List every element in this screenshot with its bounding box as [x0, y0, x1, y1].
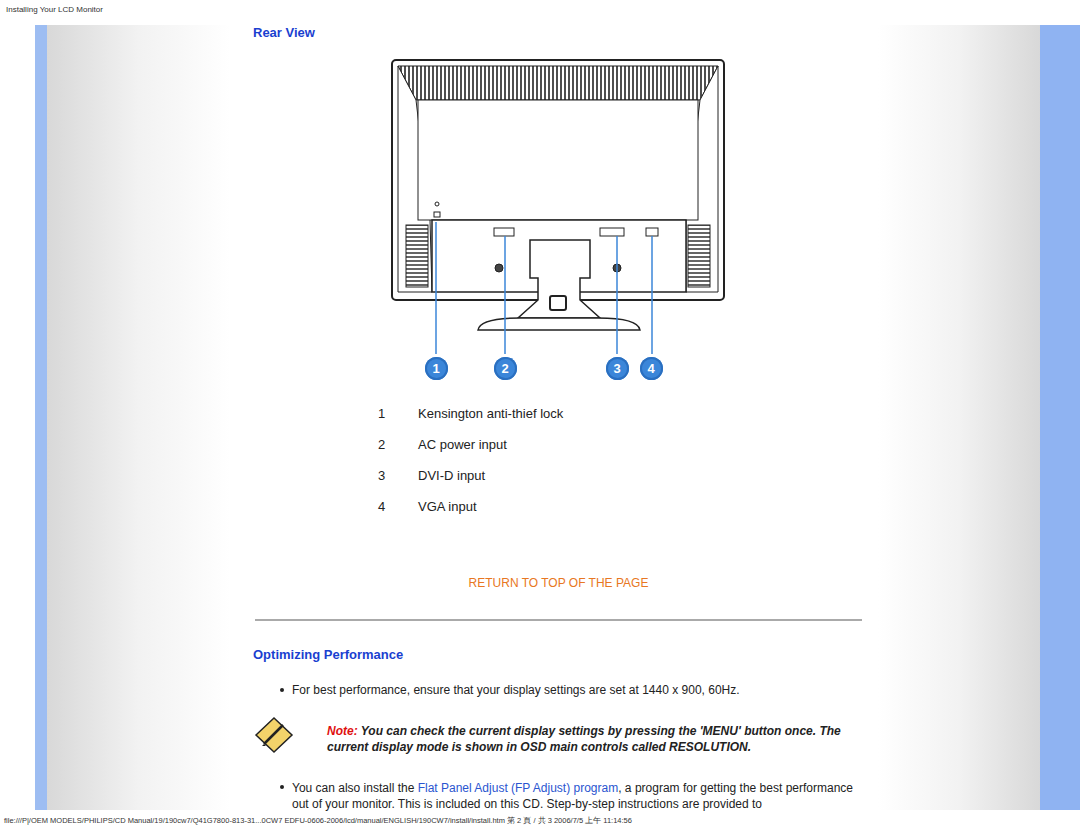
callout-number: 2 [501, 361, 508, 376]
part-name: Kensington anti-thief lock [418, 406, 563, 421]
list-number: 4 [378, 499, 385, 514]
callout-circle: 1 [425, 357, 448, 380]
part-name: DVI-D input [418, 468, 485, 483]
section-heading: Optimizing Performance [253, 647, 403, 662]
note-icon [256, 718, 292, 752]
side-panel [878, 25, 1040, 810]
bullet-text: You can also install the Flat Panel Adju… [292, 780, 864, 812]
list-number: 3 [378, 468, 385, 483]
callout-circle: 2 [494, 357, 517, 380]
list-number: 4 [378, 499, 385, 514]
list-number: 2 [378, 437, 385, 452]
bullet-text: For best performance, ensure that your d… [292, 683, 862, 697]
page-footer: file:///P|/OEM MODELS/PHILIPS/CD Manual/… [4, 816, 632, 825]
section-heading: Optimizing Performance [253, 647, 403, 662]
side-stripe [35, 25, 47, 810]
callout-circle: 3 [606, 357, 629, 380]
program-link: Flat Panel Adjust (FP Adjust) program [418, 781, 619, 795]
callout-number: 4 [647, 361, 654, 376]
part-name: AC power input [418, 437, 507, 452]
part-name: AC power input [418, 437, 507, 452]
divider [255, 619, 862, 621]
callout-number: 1 [432, 361, 439, 376]
part-name: Kensington anti-thief lock [418, 406, 563, 421]
note-text: Note: You can check the current display … [327, 723, 862, 755]
list-number: 3 [378, 468, 385, 483]
list-number: 2 [378, 437, 385, 452]
bullet-text: For best performance, ensure that your d… [292, 683, 740, 697]
return-link: RETURN TO TOP OF THE PAGE [469, 576, 649, 590]
leader-lines [436, 222, 652, 354]
part-name: DVI-D input [418, 468, 485, 483]
list-number: 1 [378, 406, 385, 421]
bullet-text: You can also install the [292, 781, 418, 795]
section-heading: Rear View [253, 25, 315, 40]
callout-number: 3 [613, 361, 620, 376]
side-panel [47, 25, 230, 810]
page-header: Installing Your LCD Monitor [6, 5, 103, 14]
note-label: Note: [327, 724, 361, 738]
side-stripe [1040, 25, 1080, 810]
return-link: RETURN TO TOP OF THE PAGE [255, 576, 862, 590]
page-footer: file:///P|/OEM MODELS/PHILIPS/CD Manual/… [4, 816, 632, 826]
part-name: VGA input [418, 499, 477, 514]
list-number: 1 [378, 406, 385, 421]
part-name: VGA input [418, 499, 477, 514]
callout-circle: 4 [640, 357, 663, 380]
monitor-rear [392, 60, 724, 330]
page-header: Installing Your LCD Monitor [6, 5, 103, 14]
bullet [280, 688, 284, 692]
note-body: You can check the current display settin… [327, 724, 841, 754]
bullet [280, 785, 284, 789]
